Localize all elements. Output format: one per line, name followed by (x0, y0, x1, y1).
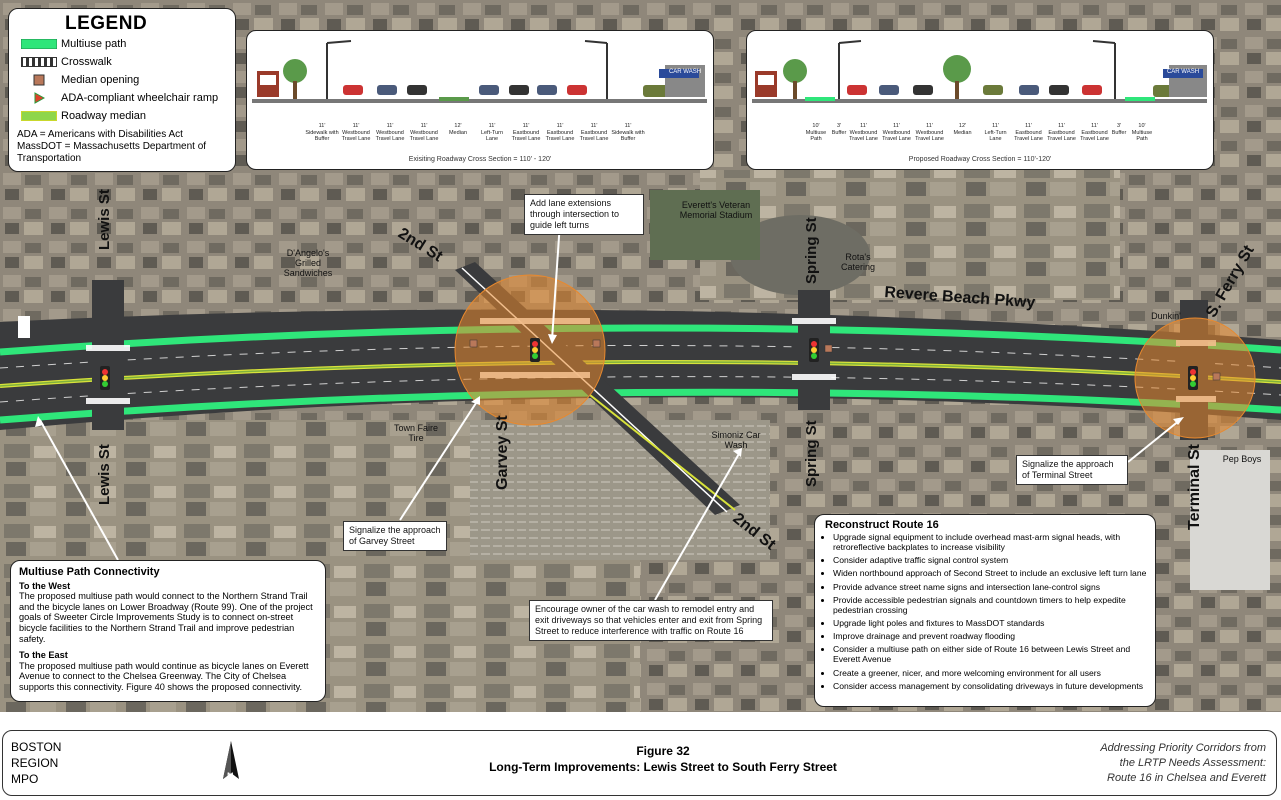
car-wash-sign: CAR WASH (1166, 69, 1200, 75)
report-title: Addressing Priority Corridors from the L… (1100, 742, 1266, 784)
place-dunkin: Dunkin' (1151, 311, 1181, 321)
legend-item-ada-ramp: ADA-compliant wheelchair ramp (17, 89, 235, 107)
cross-section-graphic (752, 40, 1207, 103)
place-stadium: Everett's Veteran Memorial Stadium (679, 200, 753, 220)
callout-garvey-signal: Signalize the approach of Garvey Street (343, 521, 447, 551)
place-rotas: Rota's Catering (840, 252, 876, 272)
list-item: Upgrade light poles and fixtures to Mass… (833, 618, 1147, 628)
multiuse-title: Multiuse Path Connectivity (19, 566, 160, 578)
callout-terminal-signal: Signalize the approach of Terminal Stree… (1016, 455, 1128, 485)
multiuse-east-heading: To the East (19, 650, 68, 661)
north-arrow-icon: N (219, 739, 243, 791)
street-label-spring-north: Spring St (803, 217, 820, 284)
existing-cross-section-caption: Exisiting Roadway Cross Section = 110' -… (408, 156, 552, 163)
list-item: Improve drainage and prevent roadway flo… (833, 631, 1147, 641)
street-label-spring-south: Spring St (803, 420, 820, 487)
reconstruct-title: Reconstruct Route 16 (825, 519, 939, 531)
legend-item-crosswalk: Crosswalk (17, 53, 235, 71)
proposed-lane-labels: 10'Multiuse Path 3'Buffer 11'Westbound T… (805, 123, 1153, 142)
multiuse-east-text: The proposed multiuse path would continu… (19, 660, 309, 692)
street-label-lewis-north: Lewis St (96, 189, 113, 250)
traffic-signal-icon (100, 366, 110, 390)
org-name: BOSTON REGION MPO (11, 740, 62, 786)
median-opening-icon (33, 74, 45, 86)
street-label-terminal: Terminal St (1186, 444, 1203, 530)
list-item: Consider a multiuse path on either side … (833, 644, 1147, 664)
list-item: Provide accessible pedestrian signals an… (833, 595, 1147, 615)
figure-footer: BOSTON REGION MPO N Figure 32 Long-Term … (2, 730, 1277, 796)
reconstruct-route-16-box: Reconstruct Route 16 Upgrade signal equi… (814, 514, 1156, 707)
green-bar-icon (21, 39, 57, 49)
existing-cross-section: CAR WASH 11'Sidewalk with Buffer 11'West… (246, 30, 714, 170)
list-item: Widen northbound approach of Second Stre… (833, 568, 1147, 578)
place-pep-boys: Pep Boys (1222, 454, 1262, 464)
multiuse-west-heading: To the West (19, 580, 71, 591)
crosswalk-icon (21, 57, 57, 67)
legend-item-roadway-median: Roadway median (17, 107, 235, 125)
legend-note-ada: ADA = Americans with Disabilities Act (17, 129, 183, 140)
multiuse-west-text: The proposed multiuse path would connect… (19, 591, 313, 644)
figure-title: Long-Term Improvements: Lewis Street to … (489, 760, 837, 774)
legend-note-massdot: MassDOT = Massachusetts Department of Tr… (17, 141, 207, 164)
list-item: Provide advance street name signs and in… (833, 582, 1147, 592)
reconstruct-list: Upgrade signal equipment to include over… (823, 532, 1147, 691)
street-label-garvey: Garvey St (494, 415, 511, 490)
list-item: Create a greener, nicer, and more welcom… (833, 668, 1147, 678)
callout-lane-extensions: Add lane extensions through intersection… (524, 194, 644, 235)
list-item: Consider adaptive traffic signal control… (833, 555, 1147, 565)
legend: LEGEND Multiuse path Crosswalk Median op… (8, 8, 236, 172)
legend-item-median-opening: Median opening (17, 71, 235, 89)
existing-lane-labels: 11'Sidewalk with Buffer 11'Westbound Tra… (305, 123, 645, 142)
place-simoniz: Simoniz Car Wash (711, 430, 761, 450)
car-wash-sign: CAR WASH (668, 69, 702, 75)
multiuse-path-connectivity-box: Multiuse Path Connectivity To the West T… (10, 560, 326, 702)
legend-item-multiuse-path: Multiuse path (17, 35, 235, 53)
proposed-cross-section-caption: Proposed Roadway Cross Section = 110'-12… (908, 156, 1052, 163)
callout-car-wash: Encourage owner of the car wash to remod… (529, 600, 773, 641)
list-item: Consider access management by consolidat… (833, 681, 1147, 691)
figure-number: Figure 32 (636, 744, 690, 758)
place-town-fair: Town Faire Tire (393, 423, 438, 443)
proposed-cross-section: CAR WASH 10'Multiuse Path 3'Buffer 11'We… (746, 30, 1214, 170)
legend-title: LEGEND (65, 13, 148, 34)
list-item: Upgrade signal equipment to include over… (833, 532, 1147, 552)
aerial-map: Lewis St Lewis St 2nd St 2nd St Garvey S… (0, 0, 1281, 712)
street-label-lewis-south: Lewis St (96, 444, 113, 505)
median-bar-icon (21, 111, 57, 121)
ramp-triangle-icon (34, 92, 45, 104)
cross-section-graphic (252, 40, 707, 103)
place-dangelos: D'Angelo's Grilled Sandwiches (283, 248, 333, 278)
